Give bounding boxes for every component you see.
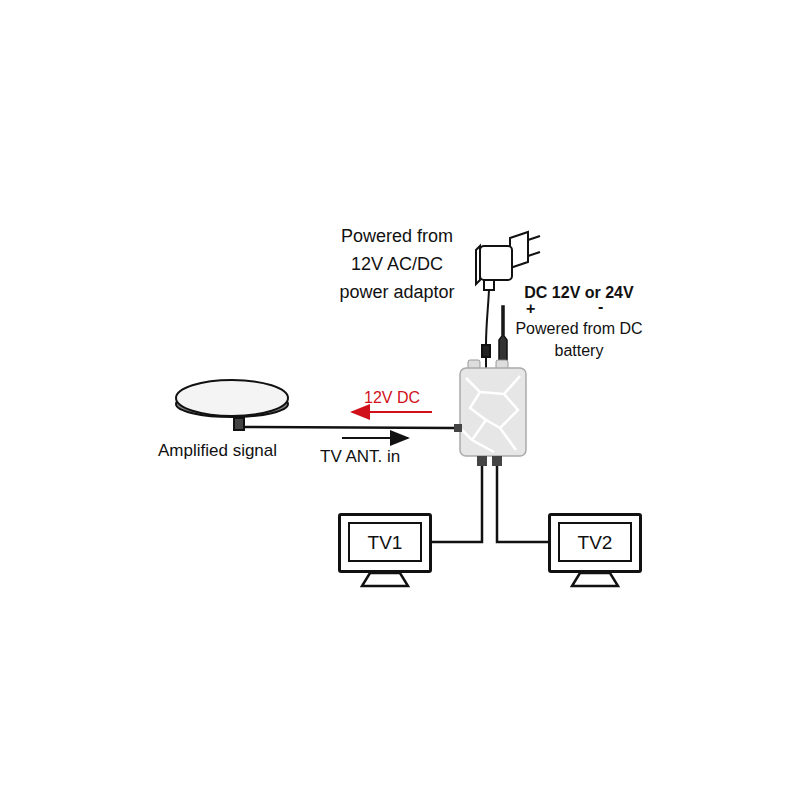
power-direction-arrow: [352, 411, 432, 413]
tv-monitor: TV2: [548, 513, 642, 573]
polarity-mark: -: [598, 298, 603, 316]
power-adaptor-note: Powered from 12V AC/DC power adaptor: [328, 222, 466, 306]
polarity-mark: +: [526, 300, 535, 318]
signal-direction-arrow: [342, 437, 408, 439]
antenna-cable: [244, 427, 454, 428]
splitter-amplifier: [454, 360, 526, 466]
signal-label: TV ANT. in: [320, 446, 400, 468]
battery-jack: [499, 306, 507, 368]
voltage-label: 12V DC: [364, 388, 420, 408]
battery-note: Powered from DC battery: [515, 318, 643, 362]
tv-monitor: TV1: [338, 513, 432, 573]
tv-stand: [362, 573, 618, 586]
tv2-cable: [497, 466, 548, 542]
tv-name: TV1: [368, 532, 403, 554]
tv-name: TV2: [578, 532, 613, 554]
antenna-label: Amplified signal: [158, 440, 277, 462]
power-adaptor: [476, 232, 540, 368]
tv1-cable: [432, 466, 482, 542]
antenna-dish: [176, 380, 288, 430]
